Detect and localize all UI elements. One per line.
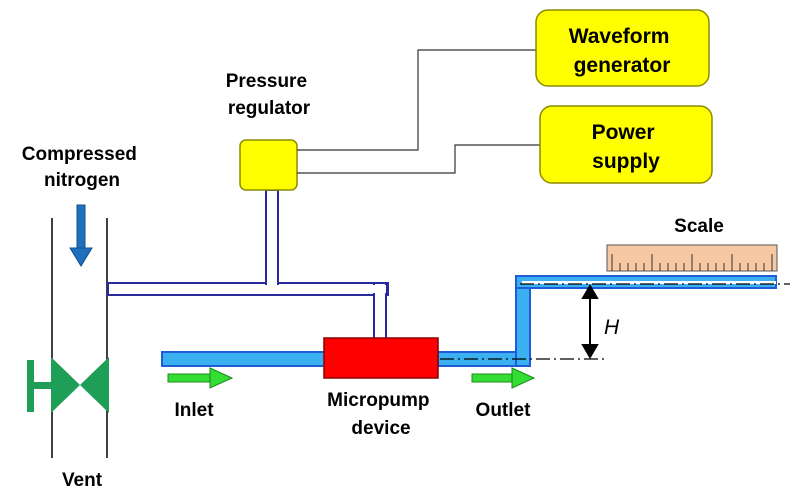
vent-label: Vent bbox=[62, 470, 103, 491]
ruler-icon bbox=[606, 244, 778, 272]
micropump-device-label: Micropump device bbox=[327, 390, 435, 439]
power-supply-label: Power supply bbox=[592, 121, 661, 173]
air-line-gap bbox=[110, 285, 386, 293]
reference-lines bbox=[440, 283, 790, 360]
height-label: H bbox=[604, 316, 620, 339]
outlet-label: Outlet bbox=[476, 400, 532, 421]
air-line bbox=[107, 189, 389, 344]
vent-tube bbox=[51, 218, 108, 458]
outlet-flow-arrow bbox=[471, 367, 536, 389]
pressure-regulator bbox=[239, 139, 298, 191]
valve-icon bbox=[27, 357, 109, 413]
gas-inflow-arrow bbox=[69, 204, 93, 267]
air-line-gap-v bbox=[268, 192, 276, 292]
power-supply-box bbox=[539, 105, 713, 184]
air-line-gap-v2 bbox=[376, 285, 384, 343]
inlet-flow-arrow bbox=[167, 367, 234, 389]
height-arrow bbox=[581, 284, 599, 359]
inlet-channel bbox=[161, 351, 327, 367]
scale-label: Scale bbox=[674, 216, 724, 237]
waveform-generator-label: Waveform generator bbox=[569, 25, 676, 77]
inlet-label: Inlet bbox=[174, 400, 214, 421]
waveform-generator-box bbox=[535, 9, 710, 87]
signal-lines bbox=[297, 49, 540, 174]
compressed-nitrogen-label: Compressed nitrogen bbox=[22, 144, 142, 191]
micropump-device bbox=[323, 337, 439, 379]
pressure-regulator-label: Pressure regulator bbox=[226, 71, 313, 119]
